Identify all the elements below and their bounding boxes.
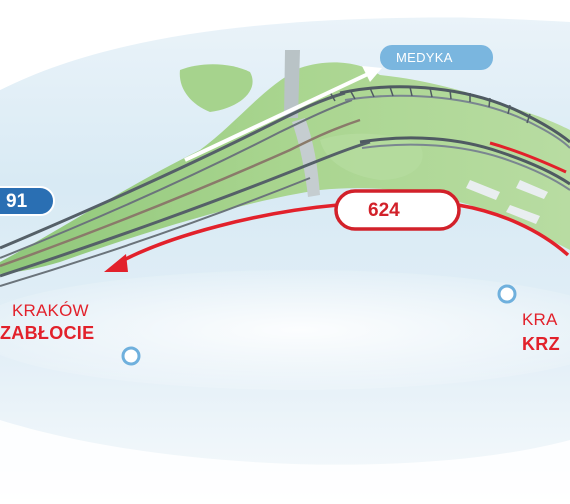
station-name-label[interactable]: KRZ [522,334,560,354]
roads [284,50,548,224]
direction-arrow-medyka [184,66,382,162]
destination-label: MEDYKA [396,50,453,65]
station-town-label: KRA [522,310,558,329]
line-route [104,203,570,272]
station-marker-krz[interactable] [497,284,517,304]
station-town-label: KRAKÓW [12,301,89,320]
station-marker-zablocie[interactable] [121,346,141,366]
station-name-label[interactable]: ZABŁOCIE [0,323,95,343]
railway-tracks [0,85,570,287]
line-number: 624 [368,200,400,221]
route-badge [0,186,55,216]
route-number: 91 [6,191,28,212]
line-badge [334,189,461,231]
destination-sign-medyka [380,45,493,70]
